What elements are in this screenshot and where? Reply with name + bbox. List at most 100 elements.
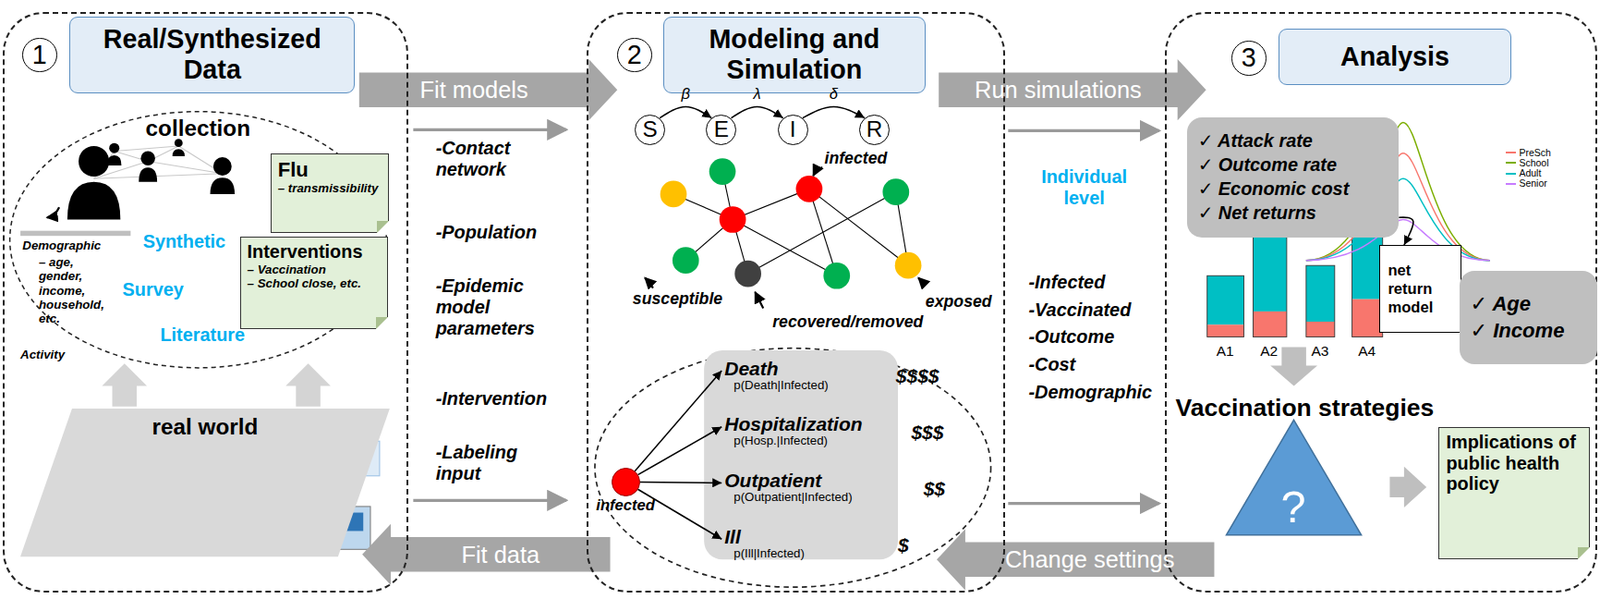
bar-chart — [1352, 230, 1383, 338]
state-circle: E — [705, 114, 737, 146]
contact-network — [672, 246, 700, 274]
note-box: Interventions– Vaccination– School close… — [240, 236, 388, 328]
contact-network — [734, 260, 762, 288]
people-network-icon — [213, 157, 232, 176]
bar-chart — [1207, 275, 1245, 337]
node-text: ✓ Age — [1470, 290, 1587, 318]
outcome-region — [594, 348, 992, 587]
node-subtext: ✓ Economic cost — [1198, 177, 1389, 202]
real-world-band: real world — [20, 408, 390, 557]
edge-label: δ — [829, 84, 838, 104]
legend-swatch — [1505, 182, 1516, 185]
bar-chart — [1306, 265, 1335, 322]
node-text: Death — [724, 357, 893, 379]
node-text: 2 — [617, 37, 653, 73]
edge-label: λ — [752, 84, 761, 104]
node-subtext: p(Ill|Infected) — [724, 546, 893, 561]
legend-text: Adult — [1518, 168, 1541, 179]
node-text: Outpatient — [724, 469, 893, 491]
node-text: Modeling and Simulation — [673, 24, 916, 85]
text-label: – age, gender, income, household, etc. — [38, 254, 119, 326]
text-label: $$ — [923, 477, 946, 500]
arrow-connector — [634, 370, 722, 472]
up-arrow — [101, 363, 330, 406]
parallelogram — [20, 408, 390, 557]
text-label: susceptible — [632, 289, 723, 308]
arrow-connector — [802, 106, 865, 118]
text-label: Literature — [159, 324, 245, 346]
thin-arrow — [412, 498, 567, 502]
node-text: 1 — [22, 37, 58, 73]
people-network-icon — [78, 145, 110, 177]
note-box: Flu– transmissibility — [270, 153, 389, 233]
thin-arrow — [1007, 501, 1159, 505]
node-text: Hospitalization — [724, 412, 893, 435]
node-text: net return model — [1387, 261, 1453, 317]
node-text: real world — [152, 413, 259, 440]
text-label: -Labeling input — [436, 441, 557, 485]
arrow-connector — [659, 106, 712, 118]
text-label: infected — [824, 148, 888, 168]
node-text: ? — [1281, 480, 1307, 533]
people-network-icon — [172, 148, 185, 157]
people-network-icon — [47, 206, 60, 218]
node-subtext: ✓ Outcome rate — [1198, 153, 1389, 178]
contact-network — [754, 291, 764, 309]
text-label: -Cost — [1028, 353, 1076, 376]
people-network-icon — [67, 138, 235, 219]
people-network-icon — [94, 173, 223, 180]
contact-network — [644, 277, 654, 288]
contact-network — [748, 192, 897, 274]
node-text: collection — [145, 115, 251, 142]
node-subtext: – Vaccination — [247, 262, 381, 277]
people-network-icon — [20, 138, 235, 236]
outcome-item: Deathp(Death|Infected) — [724, 357, 893, 409]
edge-label: Fit data — [460, 540, 540, 568]
block-arrow — [936, 528, 1214, 590]
legend-swatch — [1505, 172, 1516, 175]
node-subtext: p(Outpatient|Infected) — [724, 490, 893, 505]
text-label: -Epidemic model parameters — [436, 275, 557, 340]
outcome-item: Illp(Ill|Infected) — [724, 525, 893, 577]
legend-entry: Senior — [1505, 178, 1547, 189]
people-network-icon — [107, 155, 122, 166]
up-arrow — [101, 363, 147, 406]
people-network-icon — [140, 150, 155, 165]
policy-note: Implications of public health policy — [1438, 426, 1589, 560]
contact-network — [918, 277, 922, 288]
bar-chart — [1306, 321, 1335, 338]
metric-list: ✓ Attack rate✓ Outcome rate✓ Economic co… — [1187, 117, 1400, 238]
bar-chart — [1207, 230, 1383, 338]
panel-title: Analysis — [1278, 28, 1512, 85]
text-label: Individual level — [1030, 166, 1139, 209]
arrow-connector — [638, 426, 723, 475]
text-label: $$$$ — [896, 364, 940, 388]
node-text: R — [866, 116, 884, 143]
state-circle: S — [634, 114, 666, 146]
outcome-item: Hospitalizationp(Hosp.|Infected) — [724, 412, 893, 464]
people-network-icon — [147, 161, 223, 174]
text-label: -Infected — [1028, 271, 1105, 293]
people-network-icon — [138, 167, 158, 182]
node-text: S — [642, 116, 657, 143]
contact-network — [673, 171, 909, 277]
outcome-region — [594, 348, 992, 587]
node-text: infected — [595, 496, 655, 515]
contact-network — [644, 157, 922, 308]
factor-list: ✓ Age✓ Income — [1459, 270, 1598, 365]
node-text: Implications of public health policy — [1445, 431, 1582, 496]
legend-entry: PreSch — [1505, 147, 1551, 158]
text-label: -Population — [436, 221, 537, 243]
text-label: -Outcome — [1028, 326, 1115, 348]
legend-text: PreSch — [1518, 147, 1551, 158]
text-label: A4 — [1357, 342, 1376, 360]
node-text: 3 — [1231, 40, 1267, 76]
bar-chart — [1207, 324, 1245, 337]
infected-dot: infected — [611, 467, 641, 497]
legend-entry: Adult — [1505, 168, 1541, 179]
node-text: I — [789, 116, 797, 143]
edge-label: Change settings — [1005, 545, 1176, 573]
text-label: $$$ — [910, 421, 944, 444]
node-text: Interventions — [247, 241, 381, 263]
node-subtext: ✓ Income — [1470, 317, 1587, 345]
